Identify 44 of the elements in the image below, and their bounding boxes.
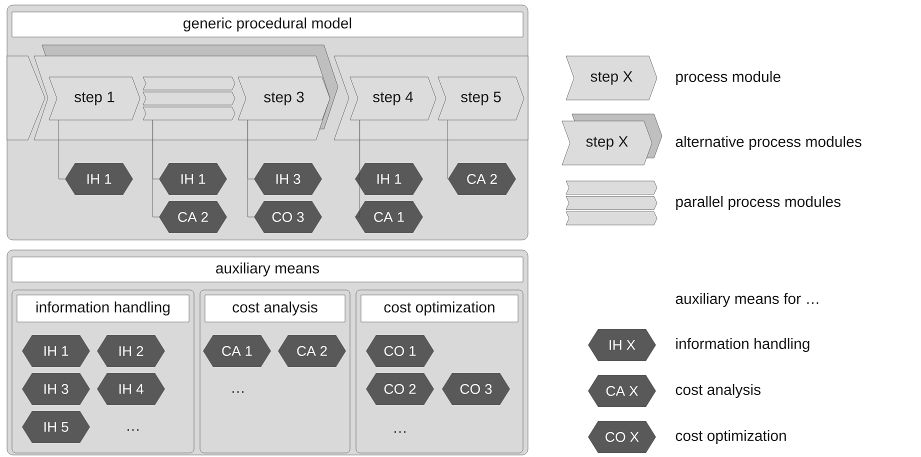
process-module: step 1 (48, 76, 140, 120)
hexagon-tag: CO 2 (366, 373, 434, 405)
process-module: step 4 (350, 76, 436, 120)
hexagon-tag: IH 1 (355, 163, 423, 195)
hexagon-tag: IH 1 (22, 335, 90, 367)
legend-text: alternative process modules (676, 136, 862, 150)
legend-heading: auxiliary means for … (676, 293, 818, 307)
connector-line (354, 120, 360, 218)
ellipsis: … (232, 391, 244, 393)
hexagon-tag: CA 1 (355, 201, 423, 233)
hexagon-tag: CO X (588, 421, 656, 453)
hexagon-tag: IH 5 (22, 411, 90, 443)
hexagon-tag: CA 2 (448, 163, 516, 195)
hexagon-tag: CA 2 (278, 335, 346, 367)
legend-text: information handling (676, 338, 810, 352)
process-module: step X (566, 56, 658, 100)
hexagon-tag: CO 3 (254, 201, 322, 233)
parallel-bars (566, 180, 658, 226)
legend-text: cost optimization (676, 430, 786, 444)
ellipsis: … (128, 429, 138, 431)
hexagon-tag: IH 2 (97, 335, 165, 367)
process-band (6, 56, 46, 140)
connector-line (152, 120, 159, 218)
parallel-bars (142, 76, 236, 120)
hexagon-tag: IH 1 (65, 163, 133, 195)
legend-text: cost analysis (676, 384, 760, 398)
ellipsis: … (394, 431, 406, 433)
hexagon-tag: IH 4 (97, 373, 165, 405)
hexagon-tag: CA X (588, 375, 656, 407)
alternative-module: step X (562, 114, 662, 166)
hexagon-tag: CO 3 (442, 373, 510, 405)
connector-line (248, 120, 254, 218)
hexagon-tag: CO 1 (366, 335, 434, 367)
hexagon-tag: CA 1 (203, 335, 271, 367)
hexagon-tag: CA 2 (159, 201, 227, 233)
process-module: step 5 (438, 76, 524, 120)
process-module: step 3 (238, 76, 330, 120)
connector-line (58, 120, 65, 180)
legend-text: parallel process modules (676, 196, 841, 210)
hexagon-tag: IH 3 (254, 163, 322, 195)
hexagon-tag: IH 1 (159, 163, 227, 195)
hexagon-tag: IH X (588, 329, 656, 361)
hexagon-tag: IH 3 (22, 373, 90, 405)
legend-text: process module (676, 71, 780, 85)
